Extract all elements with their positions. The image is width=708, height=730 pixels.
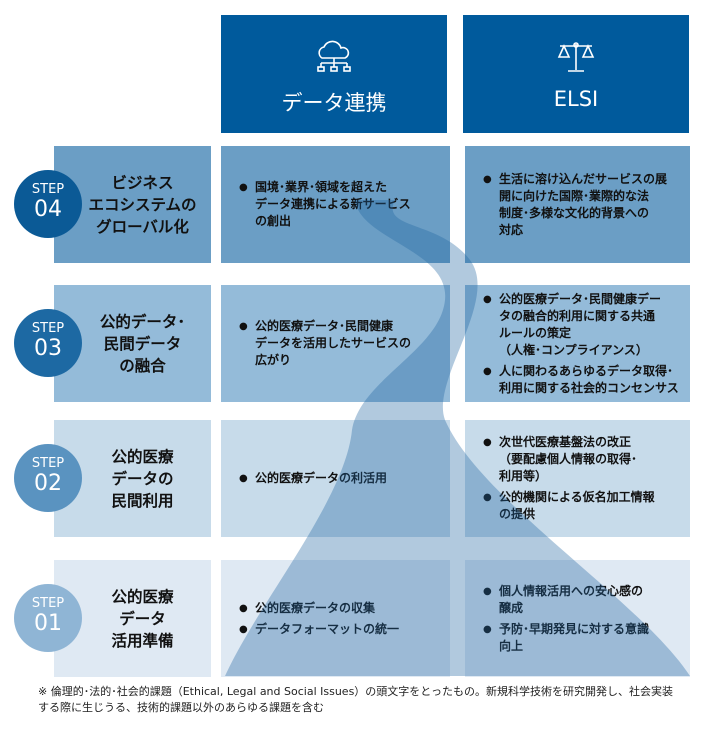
- header-label: ELSI: [553, 87, 599, 111]
- bullet-list: 国境･業界･領域を超えた データ連携による新サービス の創出: [239, 175, 440, 234]
- data-linkage-cell: 公的医療データの利活用: [221, 420, 450, 537]
- list-item: 生活に溶け込んだサービスの展 開に向けた国際･業際的な法 制度･多様な文化的背景…: [483, 171, 680, 239]
- header-elsi: ELSI: [463, 15, 689, 133]
- list-item: 次世代医療基盤法の改正 （要配慮個人情報の取得･ 利用等）: [483, 434, 680, 485]
- list-item: 公的医療データの利活用: [239, 470, 440, 487]
- elsi-cell: 公的医療データ･民間健康デー タの融合的利用に関する共通 ルールの策定 （人権･…: [465, 285, 690, 402]
- elsi-cell: 個人情報活用への安心感の 醸成予防･早期発見に対する意識 向上: [465, 560, 690, 677]
- step-number: 02: [34, 471, 62, 496]
- step-number: 01: [34, 611, 62, 636]
- scales-icon: [557, 42, 595, 72]
- step-title: 公的医療 データ 活用準備: [54, 560, 211, 677]
- step-label: STEP: [31, 596, 65, 611]
- bullet-list: 公的医療データの収集データフォーマットの統一: [239, 596, 440, 642]
- bullet-list: 個人情報活用への安心感の 醸成予防･早期発見に対する意識 向上: [483, 579, 680, 659]
- list-item: 個人情報活用への安心感の 醸成: [483, 583, 680, 617]
- list-item: 国境･業界･領域を超えた データ連携による新サービス の創出: [239, 179, 440, 230]
- step-label: STEP: [31, 182, 65, 197]
- bullet-list: 次世代医療基盤法の改正 （要配慮個人情報の取得･ 利用等） 公的機関による仮名加工…: [483, 430, 680, 527]
- data-linkage-cell: 公的医療データ･民間健康 データを活用したサービスの 広がり: [221, 285, 450, 402]
- footnote: ※ 倫理的･法的･社会的課題（Ethical, Legal and Social…: [38, 685, 673, 714]
- list-item: データフォーマットの統一: [239, 621, 440, 638]
- list-item: 公的機関による仮名加工情報 の提供: [483, 489, 680, 523]
- list-item: 公的医療データ･民間健康デー タの融合的利用に関する共通 ルールの策定 （人権･…: [483, 291, 680, 359]
- bullet-list: 生活に溶け込んだサービスの展 開に向けた国際･業際的な法 制度･多様な文化的背景…: [483, 167, 680, 243]
- elsi-cell: 生活に溶け込んだサービスの展 開に向けた国際･業際的な法 制度･多様な文化的背景…: [465, 146, 690, 263]
- step-number: 04: [34, 197, 62, 222]
- header-data-linkage: データ連携: [221, 15, 447, 133]
- cloud-network-icon: [317, 40, 351, 72]
- header-label: データ連携: [281, 91, 387, 115]
- step-number: 03: [34, 336, 62, 361]
- step-label: STEP: [31, 456, 65, 471]
- data-linkage-cell: 公的医療データの収集データフォーマットの統一: [221, 560, 450, 677]
- bullet-list: 公的医療データ･民間健康 データを活用したサービスの 広がり: [239, 314, 440, 373]
- bullet-list: 公的医療データ･民間健康デー タの融合的利用に関する共通 ルールの策定 （人権･…: [483, 287, 680, 401]
- list-item: 公的医療データの収集: [239, 600, 440, 617]
- bullet-list: 公的医療データの利活用: [239, 466, 440, 491]
- list-item: 人に関わるあらゆるデータ取得･ 利用に関する社会的コンセンサス: [483, 363, 680, 397]
- list-item: 公的医療データ･民間健康 データを活用したサービスの 広がり: [239, 318, 440, 369]
- data-linkage-cell: 国境･業界･領域を超えた データ連携による新サービス の創出: [221, 146, 450, 263]
- list-item: 予防･早期発見に対する意識 向上: [483, 621, 680, 655]
- elsi-cell: 次世代医療基盤法の改正 （要配慮個人情報の取得･ 利用等） 公的機関による仮名加工…: [465, 420, 690, 537]
- step-label: STEP: [31, 321, 65, 336]
